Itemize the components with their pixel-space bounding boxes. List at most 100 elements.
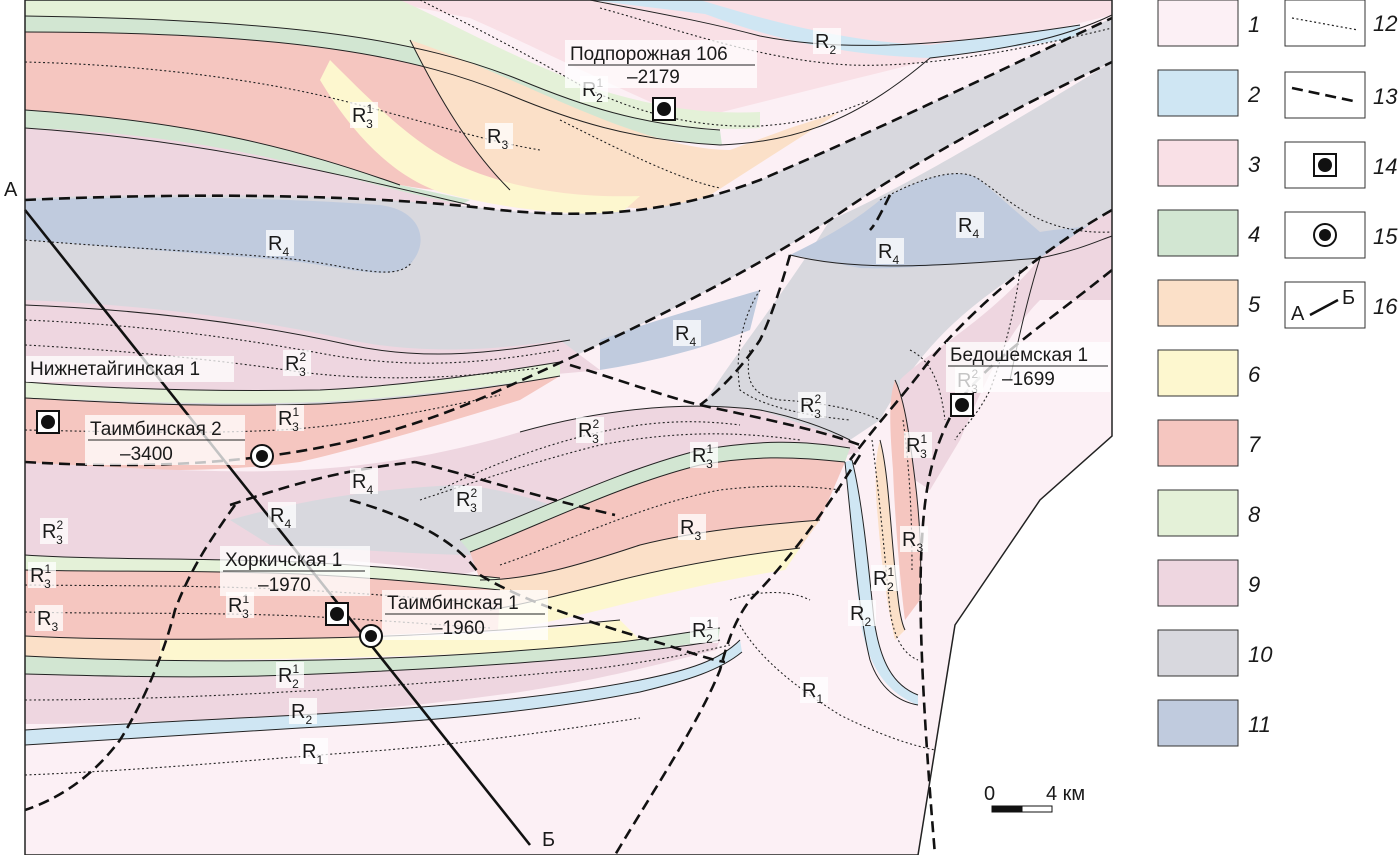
unit-label-r3-top: R3 (485, 123, 513, 152)
scale-value: 4 км (1046, 783, 1085, 805)
well-taimbinskaya1[interactable]: Таимбинская 1 –1960 (359, 590, 548, 648)
unit-label-r3-east: R3 (900, 526, 928, 555)
legend-num: 2 (1247, 82, 1260, 107)
unit-label-r3-sw: R3 (35, 605, 63, 634)
legend-num: 4 (1248, 222, 1260, 247)
label-background (690, 617, 718, 643)
legend-num: 8 (1248, 502, 1261, 527)
legend-profile-b: Б (1342, 287, 1355, 309)
well-podporozhnaya[interactable]: Подпорожная 106 –2179 (565, 40, 757, 121)
unit-label-r4-mid: R4 (876, 238, 904, 267)
well-square-icon (1313, 153, 1337, 177)
legend-num: 14 (1373, 154, 1397, 179)
label-background (350, 102, 378, 128)
well-depth: –1970 (258, 575, 311, 596)
legend-swatch (1157, 0, 1239, 47)
legend-profile-a: А (1291, 303, 1305, 325)
legend-item-8: 8 (1157, 489, 1261, 537)
unit-8-west-mid (25, 362, 560, 404)
legend-num: 11 (1248, 712, 1271, 737)
well-name: Нижнетайгинская 1 (30, 359, 200, 380)
label-background (876, 238, 904, 264)
unit-9-east-fold (900, 210, 1112, 490)
unit-11-ne (790, 173, 1112, 269)
legend-num: 13 (1373, 84, 1398, 109)
label-background (35, 605, 63, 631)
unit-label-text: R2 (291, 701, 312, 727)
legend-item-14: 14 (1284, 141, 1397, 189)
well-depth: –1699 (1002, 369, 1055, 390)
well-depth: –2179 (627, 67, 680, 88)
unit-label-r4-left: R4 (266, 230, 294, 259)
legend-num: 9 (1248, 572, 1260, 597)
label-background (576, 417, 604, 443)
unit-label-r4-lower2: R4 (268, 502, 296, 531)
unit-label-text: R4 (270, 505, 291, 531)
legend-swatch (1157, 419, 1239, 467)
label-background (673, 320, 701, 346)
well-khorkichskaya[interactable]: Хоркичская 1 –1970 (220, 546, 370, 626)
dotted-line-icon (1291, 17, 1359, 31)
unit-5-north (410, 40, 840, 209)
legend-swatch (1157, 69, 1239, 117)
profile-line-icon (1309, 298, 1339, 317)
unit-label-r4-center: R4 (673, 320, 701, 349)
legend-swatch (1157, 489, 1239, 537)
well-bedoshemskaya[interactable]: Бедошемская 1 –1699 (946, 342, 1110, 417)
well-depth: –1960 (432, 618, 485, 639)
unit-label-text: R4 (878, 241, 899, 267)
label-background (900, 526, 928, 552)
unit-5-south-center (480, 520, 820, 610)
label-background (485, 123, 513, 149)
label-background (813, 28, 841, 54)
well-depth: –3400 (120, 444, 173, 465)
label-background (40, 518, 68, 544)
unit-4-sw (25, 628, 720, 677)
legend-item-10: 10 (1157, 629, 1273, 677)
label-background (798, 392, 826, 418)
label-background (268, 502, 296, 528)
label-background (350, 468, 378, 494)
well-name: Подпорожная 106 (570, 44, 728, 65)
unit-label-text: R3 (487, 126, 508, 152)
well-name: Бедошемская 1 (950, 345, 1088, 366)
label-background (956, 212, 984, 238)
unit-2-sw (25, 640, 742, 745)
well-nizhnetaiginskaya[interactable]: Нижнетайгинская 1 (26, 356, 234, 434)
unit-label-text: R4 (958, 215, 979, 241)
well-square-icon (950, 393, 974, 417)
legend-num: 1 (1248, 12, 1260, 37)
unit-11-west (25, 197, 421, 273)
label-background (690, 442, 718, 468)
map-frame (24, 0, 1113, 855)
unit-6-south-center (490, 548, 800, 630)
legend-num: 7 (1248, 432, 1261, 457)
profile-start-label: А (4, 179, 18, 201)
legend-item-7: 7 (1157, 419, 1261, 467)
unit-label-text: R3 (902, 529, 923, 555)
legend-item-9: 9 (1157, 559, 1260, 607)
well-taimbinskaya2[interactable]: Таимбинская 2 –3400 (85, 415, 274, 468)
label-background (300, 738, 328, 764)
unit-4-north (25, 16, 722, 145)
